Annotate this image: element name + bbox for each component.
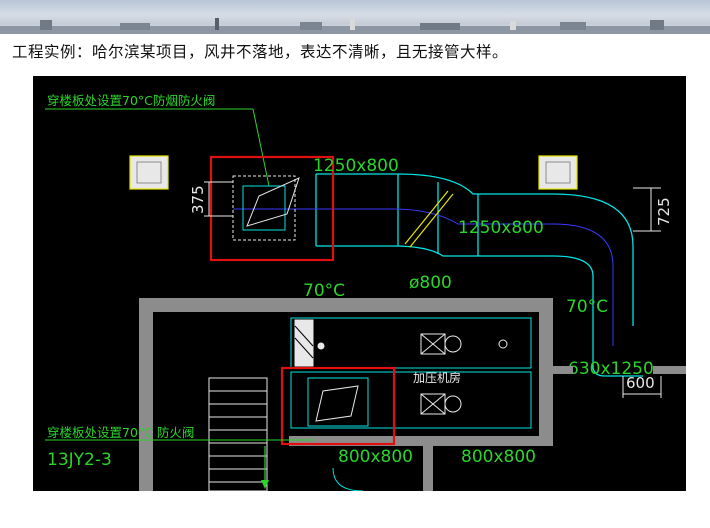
- stair: [208, 377, 268, 491]
- shaft-left: [129, 155, 169, 190]
- fan-room: [290, 317, 532, 429]
- shaft-right: [538, 155, 578, 190]
- building-walls: [139, 298, 686, 491]
- flex-joint-1: [404, 190, 449, 245]
- green-arrow-icon: [261, 480, 269, 489]
- mid-left-note: 穿楼板处设置70°C 防火阀: [47, 425, 194, 440]
- cad-drawing-canvas: 穿楼板处设置70°C防烟防火阀: [45, 93, 686, 491]
- temp-label-right: 70°C: [566, 297, 608, 317]
- caption-text: 工程实例：哈尔滨某项目，风井不落地，表达不清晰，且无接管大样。: [12, 43, 509, 61]
- duct-label-bottom-left: 800x800: [338, 447, 413, 467]
- standard-ref: 13JY2-3: [47, 450, 112, 470]
- duct-label-top: 1250x800: [313, 156, 399, 176]
- city-skyline-icon: [0, 18, 710, 34]
- highlight-box-top: [209, 155, 335, 262]
- duct-centerline: [233, 208, 614, 346]
- duct-label-bottom-right: 800x800: [461, 447, 536, 467]
- top-left-note: 穿楼板处设置70°C防烟防火阀: [47, 93, 215, 108]
- flex-joint-2: [409, 193, 454, 248]
- duct-label-vertical: 630x1250: [568, 359, 654, 379]
- dim-725: 725: [655, 197, 673, 226]
- top-banner-photo: [0, 0, 710, 34]
- top-note-leader: [45, 108, 270, 187]
- dim-375-line: [204, 181, 233, 217]
- temp-label-left: 70°C: [303, 281, 345, 301]
- duct-label-right: 1250x800: [458, 218, 544, 238]
- dim-600-line: [622, 376, 662, 398]
- dim-375: 375: [189, 185, 207, 214]
- highlight-box-bottom: [280, 366, 396, 446]
- duct-run: [315, 173, 643, 377]
- dim-600: 600: [626, 374, 655, 392]
- dim-725-line: [633, 187, 661, 232]
- room-name: 加压机房: [413, 370, 461, 385]
- cad-drawing: 穿楼板处设置70°C防烟防火阀: [33, 76, 686, 491]
- fire-damper-top: [232, 175, 300, 241]
- fire-damper-bottom: [307, 377, 369, 427]
- round-duct-label: ø800: [409, 273, 452, 293]
- duct-bottom-bend: [332, 467, 364, 491]
